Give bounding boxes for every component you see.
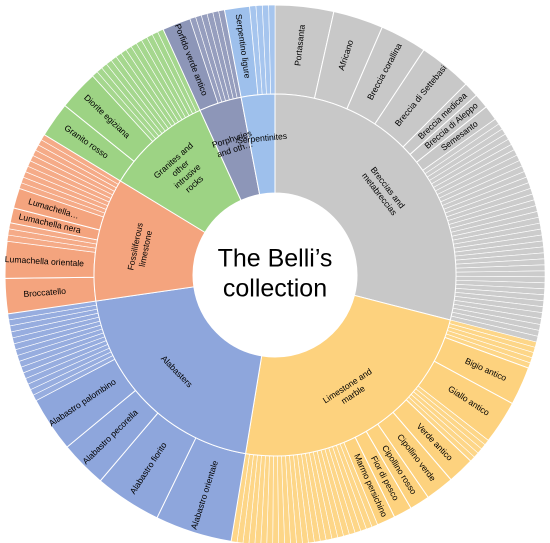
center-title-line-1: The Belli’s <box>218 245 333 273</box>
center-title-line-2: collection <box>223 275 327 303</box>
item-label-portasanta: Portasanta <box>292 24 307 67</box>
minor-segment-breccias-and-metabreccias <box>455 270 546 278</box>
inner-ring <box>93 93 457 457</box>
item-label-broccatello: Broccatello <box>23 286 66 299</box>
category-label-serpentinites: Serpentinites <box>237 131 288 146</box>
center-hole <box>193 193 357 357</box>
item-label-lumachella-orientale: Lumachella orientale <box>5 254 85 268</box>
